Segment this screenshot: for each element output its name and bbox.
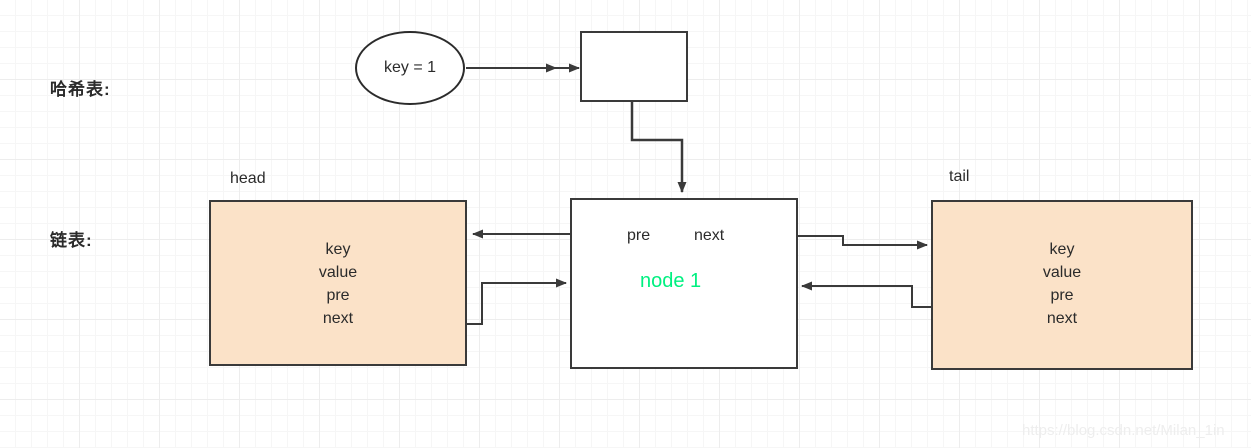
head-caption: head xyxy=(230,170,266,187)
node1-title: node 1 xyxy=(640,270,702,292)
tail-caption: tail xyxy=(949,168,970,185)
head-node[interactable]: key value pre next xyxy=(209,200,467,366)
key-to-slot-arrow xyxy=(466,63,580,73)
slot-to-node1-arrow xyxy=(630,88,687,193)
node-1[interactable] xyxy=(570,198,798,369)
hash-key-ellipse[interactable]: key = 1 xyxy=(355,31,465,105)
row-label-linked-list: 链表: xyxy=(50,231,93,250)
head-node-fields: key value pre next xyxy=(318,241,358,327)
hash-key-label: key = 1 xyxy=(383,59,437,76)
tail-node-fields: key value pre next xyxy=(1042,241,1082,327)
tail-node[interactable]: key value pre next xyxy=(931,200,1193,370)
watermark: https://blog.csdn.net/Milan_1in xyxy=(1022,422,1225,439)
node1-next-label: next xyxy=(694,227,725,244)
hash-slot-box[interactable] xyxy=(580,31,688,102)
row-label-hash-table: 哈希表: xyxy=(50,80,111,99)
node1-pre-label: pre xyxy=(627,227,651,244)
